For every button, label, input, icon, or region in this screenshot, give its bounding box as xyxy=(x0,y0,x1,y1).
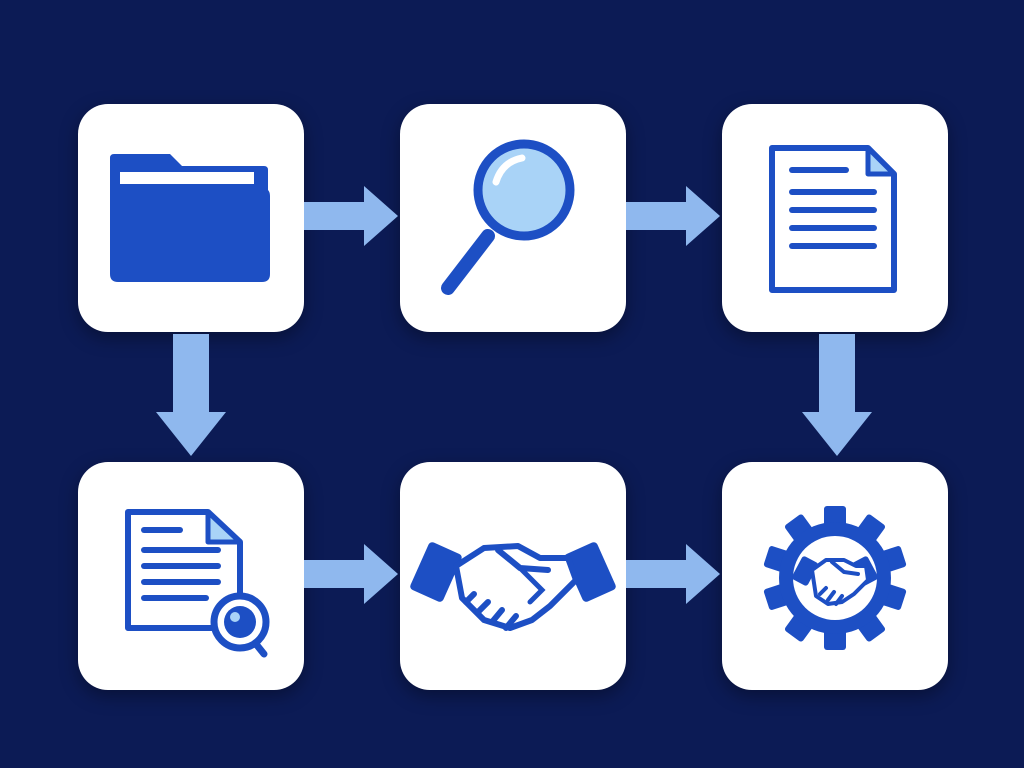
arrow-search-to-document xyxy=(626,184,722,248)
handshake-icon xyxy=(410,542,616,631)
step-card-integration xyxy=(722,462,948,690)
step-card-folder xyxy=(78,104,304,332)
step-card-agreement xyxy=(400,462,626,690)
arrow-folder-to-review xyxy=(154,334,228,458)
arrow-document-to-integration xyxy=(800,334,874,458)
arrow-folder-to-search xyxy=(304,184,400,248)
document-icon xyxy=(769,145,897,293)
arrow-agreement-to-integration xyxy=(626,542,722,606)
step-card-search xyxy=(400,104,626,332)
gear-handshake-icon xyxy=(763,506,907,650)
arrow-review-to-agreement xyxy=(304,542,400,606)
step-card-document-review xyxy=(78,462,304,690)
folder-icon xyxy=(110,154,270,282)
magnifying-glass-icon xyxy=(441,139,575,295)
step-card-document xyxy=(722,104,948,332)
document-search-icon xyxy=(125,509,270,658)
